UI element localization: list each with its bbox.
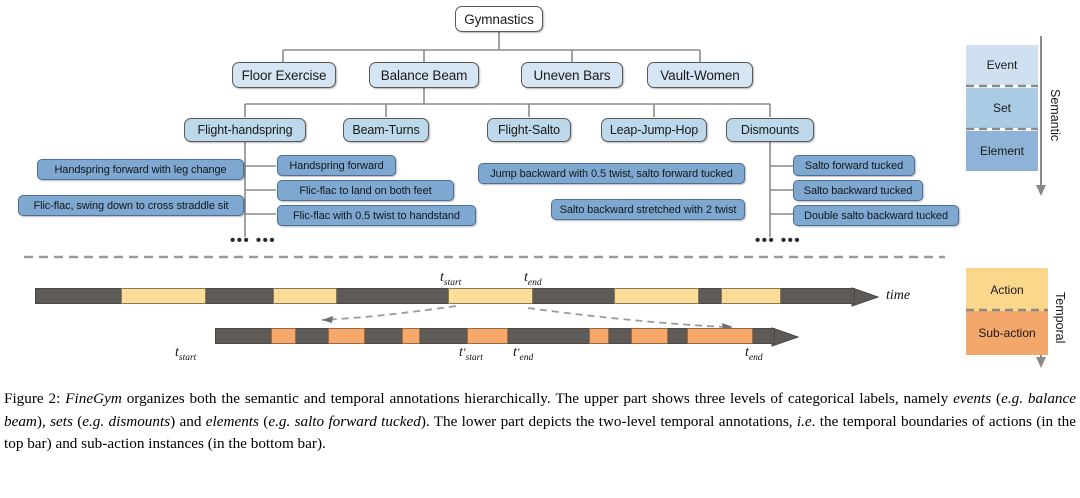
figure-canvas: Gymnastics Floor Exercise Balance Beam U… (18, 6, 1067, 368)
label-time-axis: time (886, 288, 911, 303)
figure-caption: Figure 2: FineGym organizes both the sem… (4, 390, 1077, 452)
node-element-flic-flac-cross-straddle-sit[interactable]: Flic-flac, swing down to cross straddle … (18, 195, 244, 216)
label-t-end-prime-subaction: t′end (513, 345, 534, 363)
label-t-start-subaction-outer: tstart (175, 345, 197, 363)
node-set-dismounts[interactable]: Dismounts (726, 118, 814, 142)
legend-semantic-event: Event (966, 45, 1038, 85)
legend-semantic-set: Set (966, 88, 1038, 128)
zoom-arrow-left (322, 316, 333, 323)
subaction-segment[interactable] (589, 328, 609, 344)
node-root-gymnastics[interactable]: Gymnastics (455, 6, 543, 32)
ellipsis-right: ••• ••• (755, 232, 802, 249)
semantic-axis-arrow (1036, 36, 1046, 196)
legend-temporal-sub-action: Sub-action (966, 311, 1048, 355)
node-element-flic-flac-half-twist-handstand[interactable]: Flic-flac with 0.5 twist to handstand (277, 205, 476, 226)
node-element-double-salto-backward-tucked[interactable]: Double salto backward tucked (793, 205, 959, 226)
label-t-start-action: tstart (440, 270, 462, 288)
legend-semantic-element: Element (966, 131, 1038, 171)
legend-semantic-axis-label: Semantic (1048, 88, 1062, 142)
node-event-floor-exercise[interactable]: Floor Exercise (232, 62, 336, 88)
subaction-segment[interactable] (271, 328, 296, 344)
legend-semantic-dashes (966, 84, 1038, 131)
node-element-salto-backward-stretched-2-twist[interactable]: Salto backward stretched with 2 twist (551, 199, 745, 220)
action-segment[interactable] (614, 288, 699, 304)
node-element-salto-forward-tucked[interactable]: Salto forward tucked (793, 155, 915, 176)
node-event-uneven-bars[interactable]: Uneven Bars (521, 62, 623, 88)
node-element-handspring-forward-leg-change[interactable]: Handspring forward with leg change (37, 159, 244, 180)
legend-temporal-action: Action (966, 268, 1048, 311)
action-segment[interactable] (448, 288, 533, 304)
node-event-vault-women[interactable]: Vault-Women (647, 62, 753, 88)
node-set-flight-handspring[interactable]: Flight-handspring (184, 118, 306, 142)
node-element-handspring-forward[interactable]: Handspring forward (277, 155, 396, 176)
subaction-segment[interactable] (467, 328, 508, 344)
legend-temporal-axis-label: Temporal (1053, 292, 1067, 344)
node-set-flight-salto[interactable]: Flight-Salto (487, 118, 571, 142)
node-set-beam-turns[interactable]: Beam-Turns (343, 118, 429, 142)
subaction-segment[interactable] (631, 328, 668, 344)
action-timeline-bar[interactable] (35, 288, 855, 304)
subaction-segment[interactable] (402, 328, 420, 344)
legend-temporal-dashes (966, 308, 1048, 312)
subaction-segment[interactable] (328, 328, 365, 344)
node-element-salto-backward-tucked[interactable]: Salto backward tucked (793, 180, 923, 201)
node-element-jump-backward-half-twist-salto-forward-tucked[interactable]: Jump backward with 0.5 twist, salto forw… (478, 163, 745, 184)
action-segment[interactable] (721, 288, 781, 304)
subaction-timeline-bar[interactable] (215, 328, 775, 344)
node-element-flic-flac-land-both-feet[interactable]: Flic-flac to land on both feet (277, 180, 454, 201)
label-t-end-action: tend (524, 270, 542, 288)
action-segment[interactable] (121, 288, 206, 304)
label-t-end-subaction-outer: tend (745, 345, 763, 363)
ellipsis-left: ••• ••• (230, 232, 277, 249)
connector-lines (24, 32, 1046, 368)
node-event-balance-beam[interactable]: Balance Beam (369, 62, 479, 88)
label-t-start-prime-subaction: t′start (459, 345, 483, 363)
action-segment[interactable] (273, 288, 337, 304)
node-set-leap-jump-hop[interactable]: Leap-Jump-Hop (601, 118, 707, 142)
subaction-segment[interactable] (687, 328, 753, 344)
